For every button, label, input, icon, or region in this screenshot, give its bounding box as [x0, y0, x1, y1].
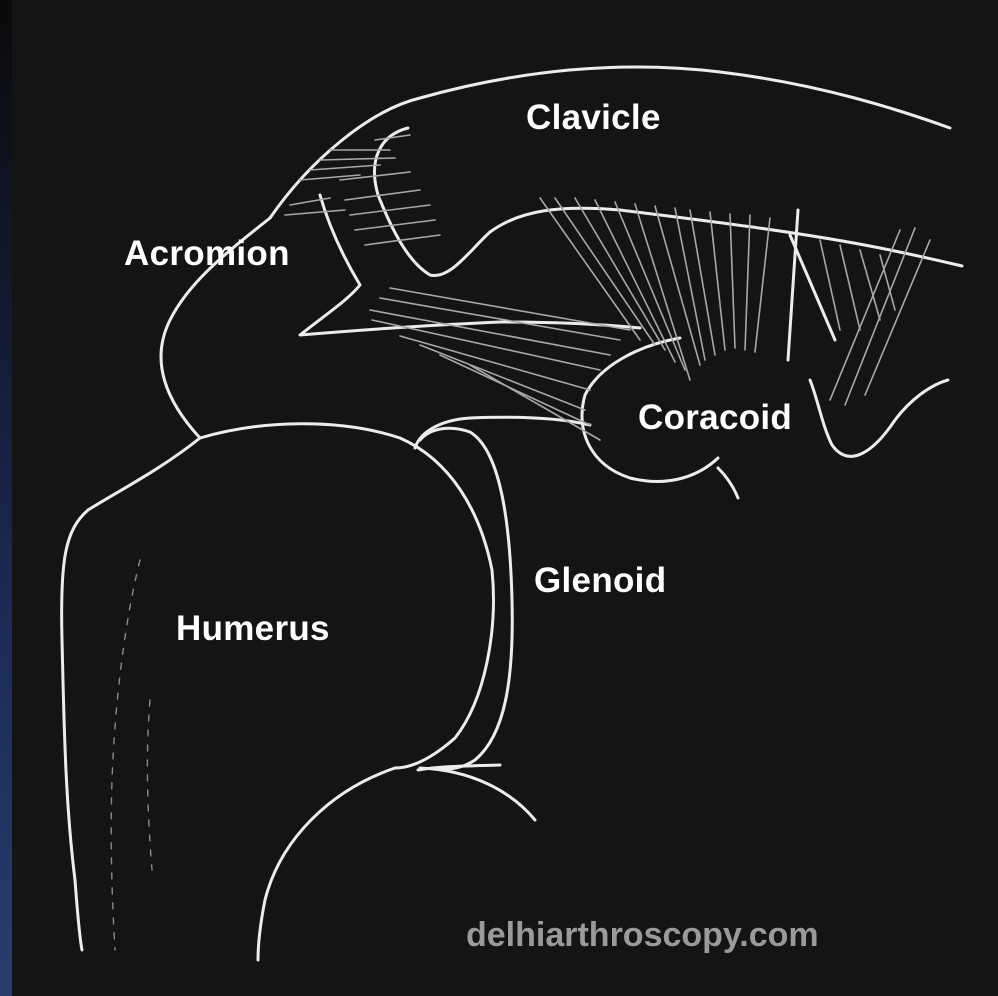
acromion-label: Acromion — [124, 236, 290, 271]
humerus-label: Humerus — [176, 611, 330, 646]
watermark-text: delhiarthroscopy.com — [466, 918, 819, 952]
drawing-panel — [12, 0, 998, 996]
frame-edge — [0, 0, 12, 996]
glenoid-label: Glenoid — [534, 563, 666, 598]
coracoid-label: Coracoid — [638, 400, 792, 435]
clavicle-label: Clavicle — [526, 100, 661, 135]
